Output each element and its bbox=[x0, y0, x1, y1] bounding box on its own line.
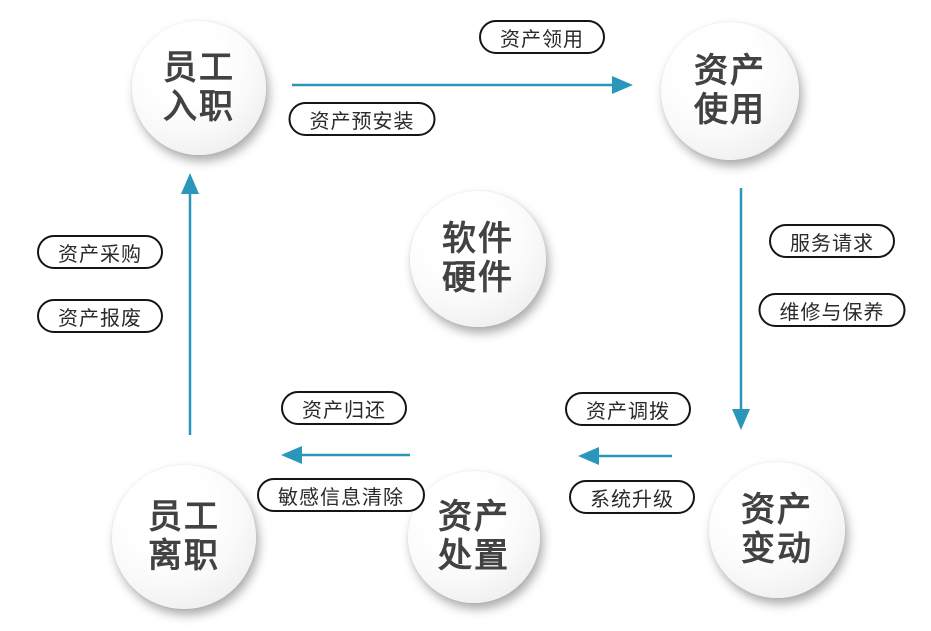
node-employee-onboarding: 员工 入职 bbox=[132, 21, 266, 155]
node-label-line: 使用 bbox=[694, 91, 766, 129]
label-text: 敏感信息清除 bbox=[278, 486, 404, 509]
label-text: 资产归还 bbox=[302, 399, 386, 422]
node-label-line: 硬件 bbox=[442, 259, 514, 297]
arrow-change-to-disposal bbox=[578, 447, 672, 465]
node-label-line: 离职 bbox=[148, 537, 220, 575]
label-asset-collection: 资产领用 bbox=[479, 20, 605, 54]
label-text: 资产报废 bbox=[58, 307, 142, 330]
label-asset-return: 资产归还 bbox=[281, 391, 407, 425]
node-label-line: 员工 bbox=[148, 497, 220, 536]
label-sensitive-info-clear: 敏感信息清除 bbox=[257, 478, 425, 512]
node-asset-change: 资产 变动 bbox=[709, 462, 845, 598]
label-text: 资产领用 bbox=[500, 28, 584, 51]
label-asset-procurement: 资产采购 bbox=[37, 235, 163, 269]
label-text: 系统升级 bbox=[590, 488, 674, 511]
arrow-disposal-to-departure bbox=[281, 446, 410, 464]
label-asset-transfer: 资产调拨 bbox=[565, 392, 691, 426]
label-text: 维修与保养 bbox=[779, 301, 885, 324]
node-label-line: 资产 bbox=[438, 497, 510, 536]
label-system-upgrade: 系统升级 bbox=[569, 480, 695, 514]
node-employee-departure: 员工 离职 bbox=[112, 465, 256, 609]
label-text: 资产调拨 bbox=[586, 400, 670, 423]
node-label-line: 变动 bbox=[741, 530, 813, 568]
node-label-line: 处置 bbox=[438, 537, 510, 575]
node-software-hardware: 软件 硬件 bbox=[410, 191, 546, 327]
label-repair-maintenance: 维修与保养 bbox=[758, 293, 906, 327]
label-text: 资产采购 bbox=[58, 243, 142, 266]
arrow-onboarding-to-usage bbox=[292, 76, 633, 94]
node-label-line: 资产 bbox=[741, 490, 813, 529]
node-label-line: 软件 bbox=[442, 219, 514, 258]
arrow-departure-to-onboarding bbox=[181, 173, 199, 435]
label-text: 资产预安装 bbox=[309, 110, 415, 133]
label-service-request: 服务请求 bbox=[769, 224, 895, 258]
node-asset-disposal: 资产 处置 bbox=[408, 471, 540, 603]
node-label-line: 员工 bbox=[163, 48, 235, 87]
node-label-line: 资产 bbox=[694, 51, 766, 90]
node-label-line: 入职 bbox=[163, 88, 235, 126]
label-asset-preinstall: 资产预安装 bbox=[288, 102, 436, 136]
label-asset-scrap: 资产报废 bbox=[37, 299, 163, 333]
node-asset-usage: 资产 使用 bbox=[661, 22, 799, 160]
arrow-usage-to-change bbox=[732, 188, 750, 430]
label-text: 服务请求 bbox=[790, 232, 874, 255]
